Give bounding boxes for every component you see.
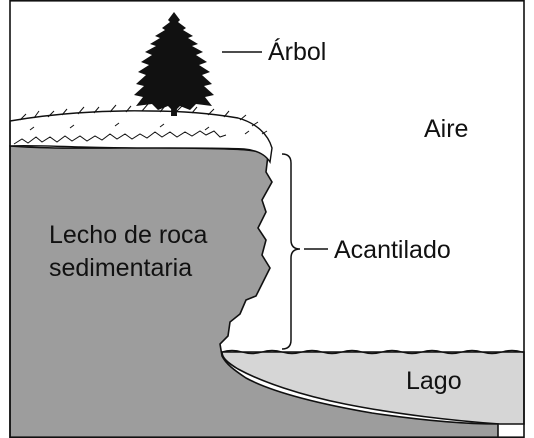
lake-water — [221, 351, 525, 425]
tree-illustration — [134, 12, 214, 116]
cliff-label: Acantilado — [334, 236, 451, 264]
diagram-frame — [9, 0, 525, 438]
bedrock-label-line2: sedimentaria — [49, 254, 193, 282]
tree-label: Árbol — [268, 38, 327, 66]
cliff-bracket — [281, 153, 301, 350]
bedrock-label: Lecho de roca sedimentaria — [49, 219, 207, 285]
grass-topsoil — [9, 110, 273, 164]
lake-surface-line — [221, 349, 524, 355]
bedrock-label-line1: Lecho de roca — [49, 221, 208, 249]
air-label: Aire — [424, 115, 469, 143]
tree-canopy — [134, 12, 214, 112]
grass-texture — [13, 103, 268, 145]
lake-label: Lago — [406, 367, 462, 395]
